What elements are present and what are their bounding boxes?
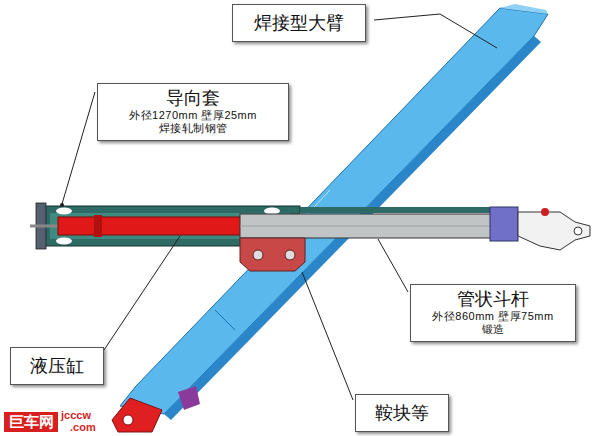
callout-box: 管状斗杆外径860mm 壁厚75mm 锻造 [410,284,576,342]
watermark: 巨车网 [9,413,54,430]
boom-foot [112,398,162,432]
boom-tip [500,4,548,14]
bucket-bracket [518,212,590,250]
stick-shade [240,226,498,227]
leader-line [378,239,408,292]
watermark: jcccw [61,409,91,422]
leader-dot [60,203,64,207]
watermark: .com [70,421,96,434]
callout-box: 焊接型大臂 [232,4,366,42]
stick-joint [490,207,518,241]
pin-hole [123,415,133,425]
tubular-stick [240,214,498,238]
leader-line [374,14,497,48]
cylinder-rod [30,225,60,228]
part-name: 鞍块等 [374,402,430,424]
grease-point [541,208,549,216]
hydraulic-cylinder [58,217,246,235]
stick-top-band [300,207,498,213]
sleeve-hole [264,208,280,215]
part-name: 导向套 [122,87,264,109]
pin-hole [574,227,582,235]
callout-box: 液压缸 [10,347,104,385]
boom-bracket [178,386,200,410]
saddle-block [240,238,305,271]
cylinder-piston [94,215,102,237]
sleeve-hole [56,208,72,215]
leader-line [302,272,353,400]
part-spec: 外径860mm 壁厚75mm 锻造 [428,310,558,336]
saddle-roller [285,250,295,260]
part-name: 液压缸 [29,355,85,377]
leader-line [104,236,180,350]
saddle-roller [253,250,263,260]
part-name: 管状斗杆 [427,288,559,310]
callout-box: 导向套外径1270mm 壁厚25mm 焊接轧制钢管 [97,83,289,141]
boom-seam [215,310,235,330]
part-spec: 外径1270mm 壁厚25mm 焊接轧制钢管 [123,109,263,135]
part-name: 焊接型大臂 [253,12,345,34]
logo-ground [4,412,58,432]
callout-box: 鞍块等 [355,394,449,432]
sleeve-hole [56,238,72,245]
leader-line [62,92,95,204]
